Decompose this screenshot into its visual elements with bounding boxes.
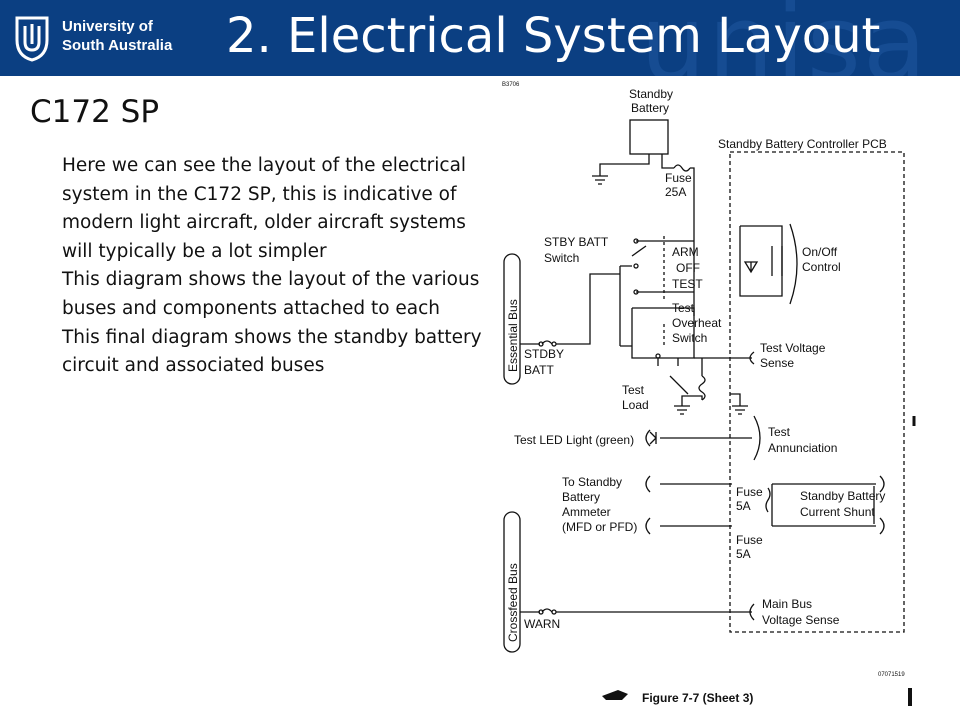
- crossfeed-bus-label: Crossfeed Bus: [506, 563, 520, 642]
- essential-bus-bar: [503, 253, 521, 385]
- test-voltage-sense-label: Test Voltage: [760, 341, 826, 355]
- battery-box: [629, 119, 669, 155]
- slide-subtitle: C172 SP: [30, 94, 160, 130]
- watermark: unisa: [640, 0, 929, 76]
- ammeter-label: Ammeter: [562, 505, 611, 519]
- crossfeed-bus-bar: [503, 511, 521, 653]
- current-shunt-label: Standby Battery: [800, 489, 885, 503]
- controller-pcb-boundary: [729, 151, 905, 633]
- test-annunciation-label: Test: [768, 425, 791, 439]
- figure-caption: Figure 7-7 (Sheet 3): [642, 691, 753, 705]
- stdby-batt-label: BATT: [524, 363, 554, 377]
- essential-bus-label: Essential Bus: [506, 299, 520, 372]
- main-bus-voltage-label: Voltage Sense: [762, 613, 840, 627]
- test-load-label: Load: [622, 398, 649, 412]
- university-name: University of South Australia: [62, 17, 172, 55]
- university-name-line2: South Australia: [62, 37, 173, 54]
- current-shunt-label: Current Shunt: [800, 505, 875, 519]
- fuse-5a-label: Fuse: [736, 485, 763, 499]
- on-off-control-label: Control: [802, 260, 841, 274]
- standby-battery-label: Standby: [629, 87, 673, 101]
- body-paragraph: This diagram shows the layout of the var…: [62, 269, 480, 319]
- fuse-label: 25A: [665, 185, 686, 199]
- test-overheat-label: Test: [672, 301, 695, 315]
- ammeter-label: To Standby: [562, 475, 622, 489]
- university-name-line1: University of: [62, 18, 153, 35]
- test-led-label: Test LED Light (green): [514, 433, 634, 447]
- fuse-5a-label: 5A: [736, 499, 751, 513]
- slide-title: 2. Electrical System Layout: [226, 8, 881, 64]
- body-paragraph: This final diagram shows the standby bat…: [62, 326, 482, 377]
- fuse-5a-label: Fuse: [736, 533, 763, 547]
- test-voltage-sense-label: Sense: [760, 356, 794, 370]
- controller-pcb-label: Standby Battery Controller PCB: [718, 137, 887, 151]
- figure-pointer-icon: [602, 690, 628, 700]
- ammeter-label: (MFD or PFD): [562, 520, 637, 534]
- body-paragraph: Here we can see the layout of the electr…: [62, 155, 467, 262]
- diagram-code-top: B3706: [502, 82, 520, 88]
- switch-position-off: OFF: [676, 261, 700, 275]
- test-annunciation-label: Annunciation: [768, 441, 837, 455]
- test-overheat-label: Switch: [672, 331, 707, 345]
- test-load-label: Test: [622, 383, 645, 397]
- fuse-label: Fuse: [665, 171, 692, 185]
- switch-position-test: TEST: [672, 277, 703, 291]
- on-off-control-label: On/Off: [802, 245, 838, 259]
- switch-position-arm: ARM: [672, 245, 699, 259]
- main-bus-voltage-label: Main Bus: [762, 597, 812, 611]
- standby-battery-schematic: B3706 Standby Battery Standby Battery Co…: [502, 82, 916, 706]
- stby-batt-switch-label: Switch: [544, 251, 579, 265]
- stby-batt-switch-label: STBY BATT: [544, 235, 609, 249]
- figure-code: 07071519: [878, 672, 905, 678]
- ammeter-label: Battery: [562, 490, 600, 504]
- fuse-5a-label: 5A: [736, 547, 751, 561]
- warn-label: WARN: [524, 617, 560, 631]
- body-text: Here we can see the layout of the electr…: [62, 152, 482, 381]
- test-overheat-label: Overheat: [672, 316, 722, 330]
- standby-battery-label: Battery: [631, 101, 669, 115]
- stdby-batt-label: STDBY: [524, 347, 564, 361]
- header-bar: unisa University of South Australia 2. E…: [0, 0, 960, 76]
- university-logo-icon: [15, 16, 49, 62]
